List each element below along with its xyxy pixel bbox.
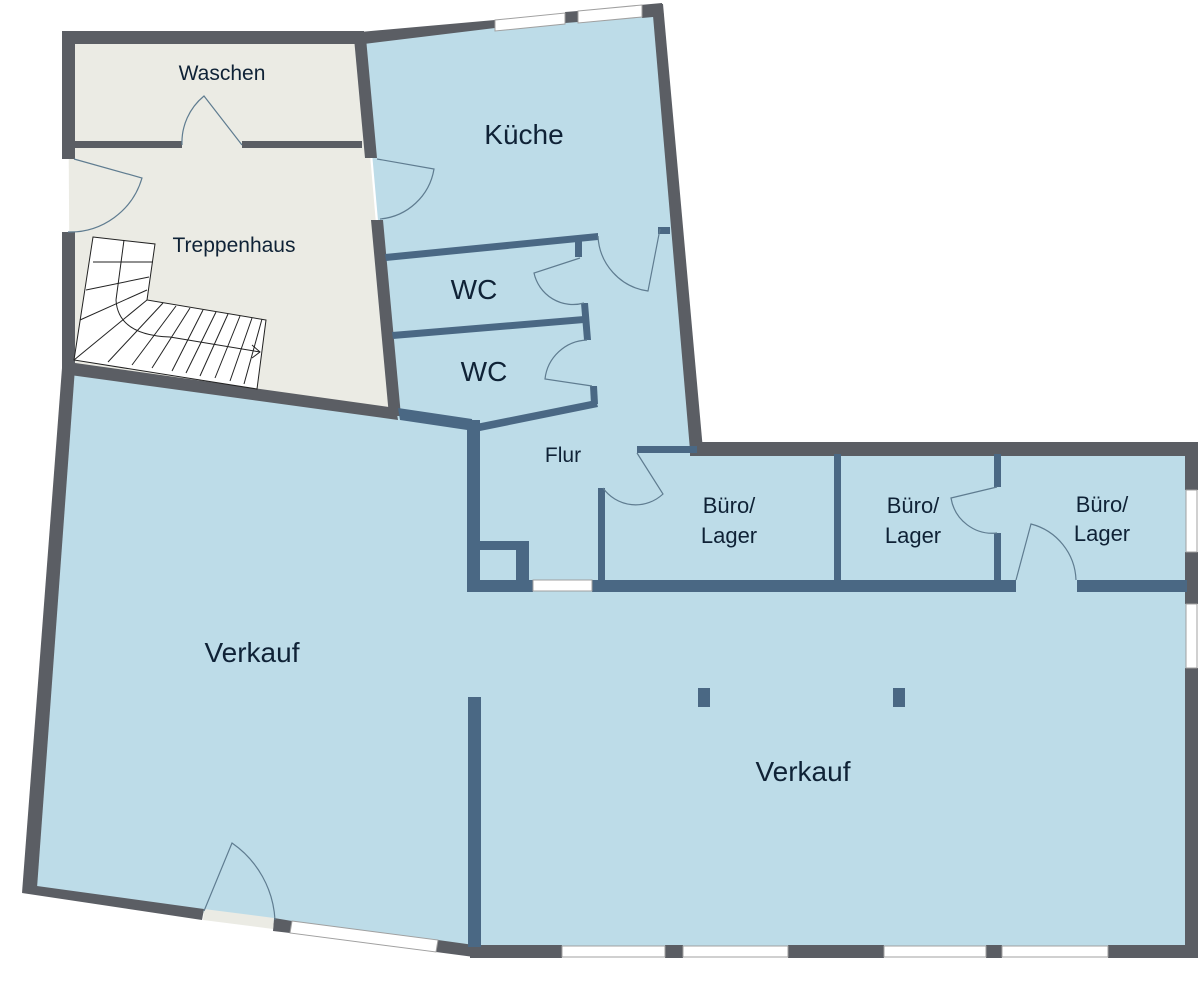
windows [203,4,1198,958]
door-treppenhaus-entry [67,158,143,233]
label-buero3-line2: Lager [1074,521,1130,546]
door-kueche [376,158,435,220]
label-buero2-line2: Lager [885,523,941,548]
room-kueche-flur [362,10,697,585]
label-flur: Flur [545,444,581,467]
label-kueche: Küche [484,119,563,150]
door-wc1 [533,257,585,306]
label-buero1-line1: Büro/ [703,493,756,518]
door-kueche-flur [597,228,661,292]
staircase [73,236,267,390]
room-verkauf-right-and-offices [472,450,1190,950]
label-wc2: WC [461,356,508,387]
door-buero1 [602,452,664,506]
room-labels: Waschen Treppenhaus Küche WC WC Flur Bür… [173,62,1131,787]
label-verkauf-right: Verkauf [756,756,851,787]
label-buero3-line1: Büro/ [1076,492,1129,517]
door-waschen [181,95,243,146]
room-verkauf-left [28,368,472,950]
outer-walls [22,3,1198,958]
door-wc2 [544,339,593,387]
door-buero2 [950,486,998,534]
inner-walls [72,141,1187,947]
door-buero3 [1015,523,1077,581]
doors [67,95,1077,921]
door-entrance [203,842,276,921]
label-buero1-line2: Lager [701,523,757,548]
label-treppenhaus: Treppenhaus [173,234,296,257]
label-wc1: WC [451,274,498,305]
room-fills [28,10,1190,950]
label-waschen: Waschen [179,62,266,85]
label-verkauf-left: Verkauf [205,637,300,668]
label-buero2-line1: Büro/ [887,493,940,518]
